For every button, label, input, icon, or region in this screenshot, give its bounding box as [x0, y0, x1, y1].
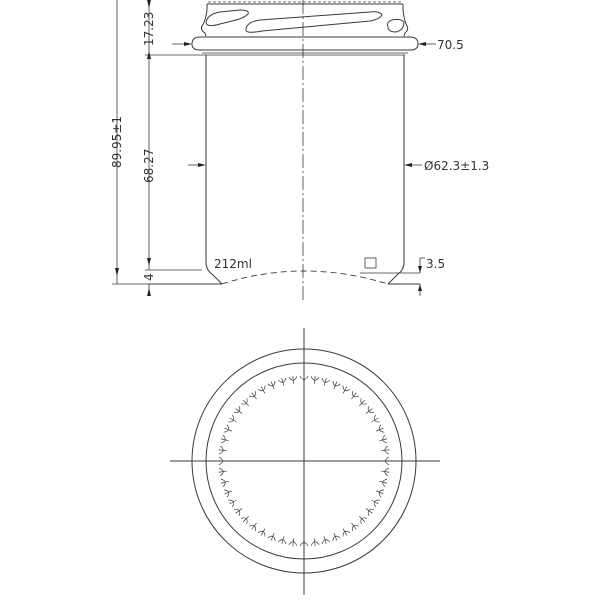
thread-lug-glyph — [342, 528, 351, 537]
thread-lug-glyph — [218, 456, 226, 466]
thread-lugs-ring — [218, 375, 390, 547]
capacity-label: 212ml — [214, 257, 252, 271]
thread-lug-glyph — [228, 499, 237, 508]
thread-lug-glyph — [310, 538, 320, 547]
thread-lug-glyph — [248, 391, 257, 400]
arrow-push-up-top — [418, 266, 422, 273]
thread-lug-glyph — [299, 539, 309, 547]
thread-lug-glyph — [234, 405, 243, 414]
inner-body-circle — [205, 362, 403, 560]
thread-lug-center — [245, 11, 383, 33]
arrow-finish-dia-left — [184, 42, 192, 46]
arrow-finish-bottom — [147, 51, 151, 59]
thread-lug-glyph — [342, 385, 351, 394]
thread-lug-glyph — [371, 499, 380, 508]
thread-lug-glyph — [267, 532, 276, 542]
arrow-body-dia-right — [404, 163, 412, 167]
side-elevation-view: 212ml 89.95±1 17.23 68.27 4 70.5 Ø6 — [110, 0, 489, 300]
thread-lug-glyph — [381, 467, 390, 477]
thread-lug-glyph — [375, 489, 385, 498]
thread-lug-glyph — [223, 489, 233, 498]
thread-lug-glyph — [365, 405, 374, 414]
thread-lug-glyph — [257, 385, 266, 394]
thread-lug-glyph — [375, 424, 385, 433]
thread-lug-glyph — [288, 375, 298, 384]
arrow-body-dia-left — [198, 163, 206, 167]
arrow-push-up-bottom — [418, 284, 422, 291]
thread-lug-glyph — [277, 536, 287, 545]
arrow-overall-bottom — [115, 268, 119, 276]
thread-lug-glyph — [267, 380, 276, 390]
push-up-hidden-line — [221, 270, 389, 285]
thread-lug-glyph — [299, 375, 309, 383]
thread-lug-glyph — [228, 414, 237, 423]
thread-lug-glyph — [234, 508, 243, 517]
dim-push-up: 3.5 — [426, 257, 445, 271]
thread-lug-glyph — [382, 456, 390, 466]
arrow-finish-top — [147, 0, 151, 8]
outer-bead-circle — [191, 348, 417, 574]
thread-lug-glyph — [351, 391, 360, 400]
thread-lug-glyph — [218, 445, 227, 455]
thread-lug-glyph — [381, 445, 390, 455]
dim-body-height: 68.27 — [142, 149, 156, 183]
thread-lug-glyph — [371, 414, 380, 423]
thread-lug-glyph — [379, 434, 388, 444]
thread-lug-glyph — [358, 397, 368, 407]
thread-lug-glyph — [277, 377, 287, 386]
dim-body-diameter: Ø62.3±1.3 — [424, 159, 489, 173]
finish-left-profile — [200, 4, 208, 37]
dim-finish-diameter: 70.5 — [437, 38, 464, 52]
thread-lug-glyph — [220, 434, 229, 444]
thread-lug-glyph — [321, 536, 331, 545]
dim-overall-height: 89.95±1 — [110, 116, 124, 168]
dim-finish-height: 17.23 — [142, 12, 156, 46]
arrow-base — [147, 288, 151, 296]
thread-lug-glyph — [321, 377, 331, 386]
thread-lug-glyph — [218, 467, 227, 477]
thread-lug-glyph — [358, 515, 368, 525]
thread-lug-glyph — [310, 375, 320, 384]
arrow-finish-dia-right — [418, 42, 426, 46]
thread-lug-right — [387, 18, 405, 33]
mould-mark-square — [364, 257, 377, 269]
thread-lug-glyph — [223, 424, 233, 433]
top-plan-view — [170, 328, 440, 595]
thread-lug-glyph — [240, 515, 250, 525]
thread-lug-glyph — [248, 522, 257, 531]
thread-lug-glyph — [379, 478, 388, 488]
heel-left — [205, 261, 223, 285]
thread-lug-glyph — [332, 532, 341, 542]
thread-lug-glyph — [288, 538, 298, 547]
thread-lug-glyph — [240, 397, 250, 407]
thread-lug-glyph — [257, 528, 266, 537]
thread-lug-left — [205, 9, 249, 27]
thread-lug-glyph — [351, 522, 360, 531]
transfer-bead — [191, 36, 419, 51]
heel-right — [387, 261, 405, 285]
thread-lug-glyph — [332, 380, 341, 390]
thread-lug-glyph — [365, 508, 374, 517]
dim-base-height: 4 — [142, 273, 156, 281]
finish-right-profile — [402, 4, 409, 37]
arrow-body-bottom — [147, 258, 151, 266]
thread-lug-glyph — [220, 478, 229, 488]
